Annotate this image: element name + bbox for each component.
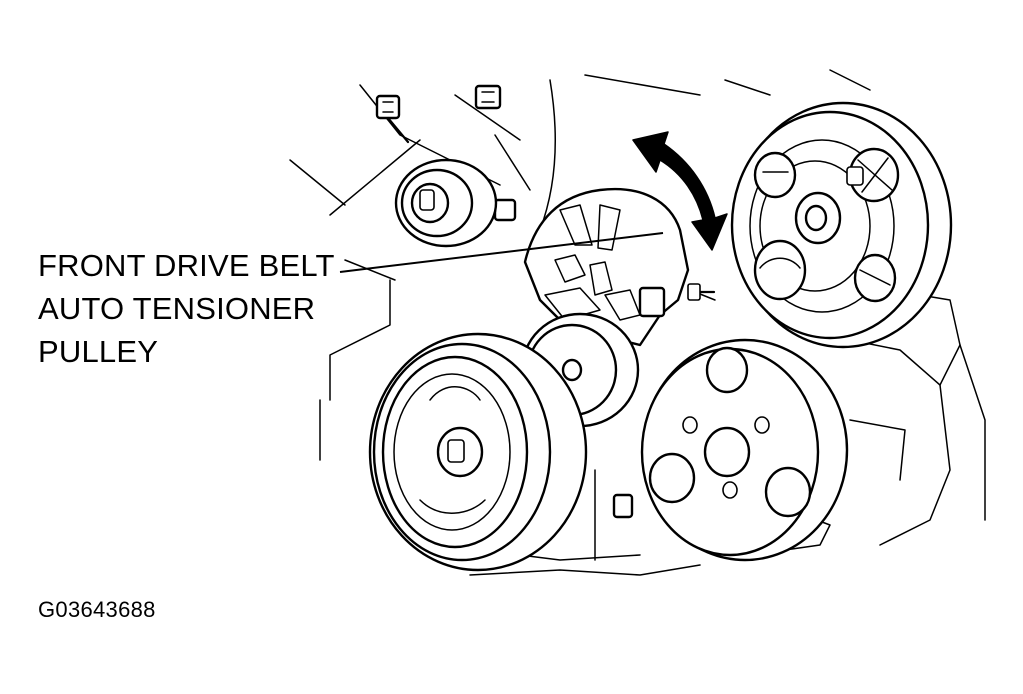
callout-line-1: FRONT DRIVE BELT xyxy=(38,248,335,283)
engine-block-outline xyxy=(289,69,986,576)
compressor-pulley xyxy=(640,338,849,562)
bolt-upper-middle xyxy=(474,84,502,110)
callout-line-3: PULLEY xyxy=(38,334,159,369)
bolt-upper-left xyxy=(375,94,410,144)
bolt-small-left xyxy=(493,198,517,222)
figure-id: G03643688 xyxy=(38,597,156,622)
callout-line-2: AUTO TENSIONER xyxy=(38,291,316,326)
callout-leader-line xyxy=(339,232,664,273)
callout-label: FRONT DRIVE BELT AUTO TENSIONER PULLEY xyxy=(38,244,335,373)
bolt-lower-middle xyxy=(612,493,634,519)
crankshaft-pulley xyxy=(368,332,588,572)
double-headed-curved-arrow-icon xyxy=(632,131,728,251)
idler-pulley xyxy=(394,158,498,248)
tensioner-bracket xyxy=(523,187,716,347)
upper-right-pulley xyxy=(730,101,953,349)
